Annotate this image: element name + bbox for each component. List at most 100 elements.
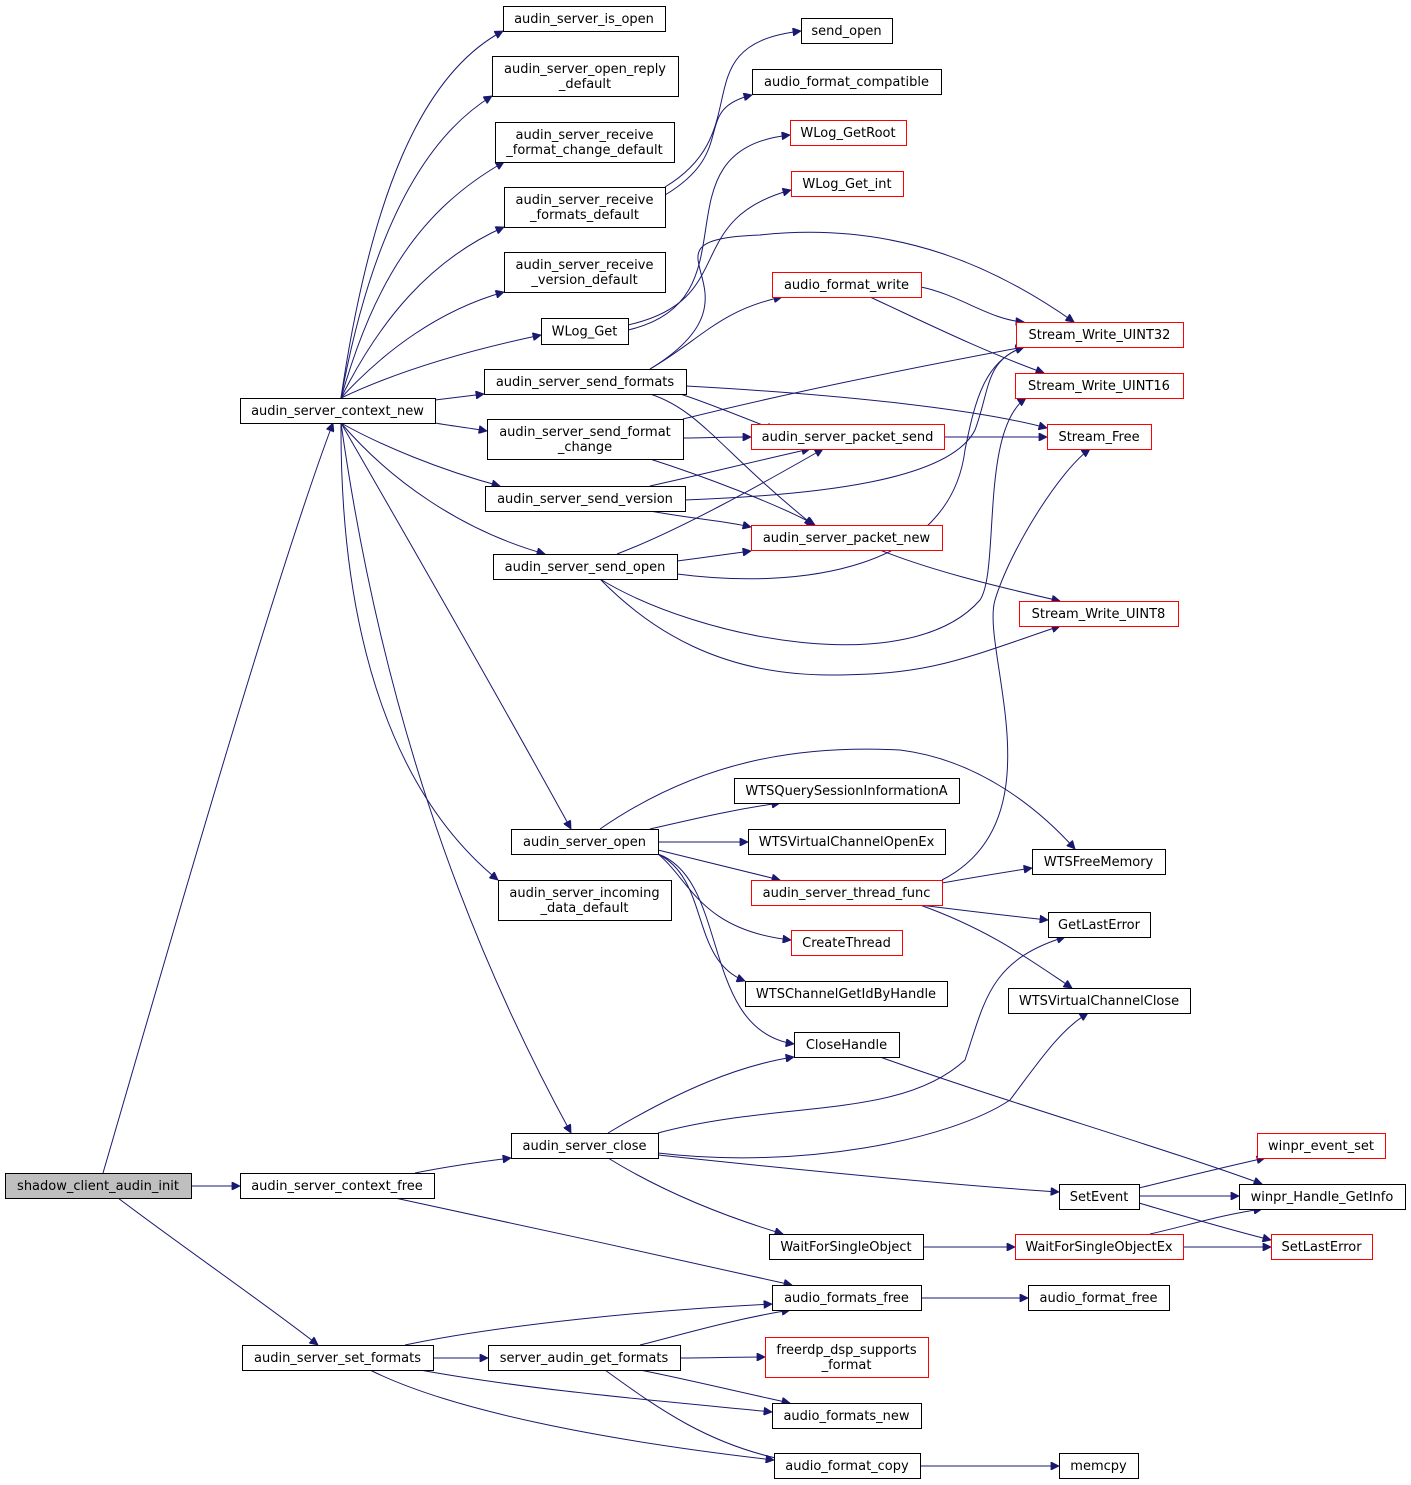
node-label: audin_server_open: [523, 835, 646, 850]
graph-node[interactable]: Stream_Write_UINT16: [1015, 373, 1184, 399]
graph-node[interactable]: shadow_client_audin_init: [5, 1173, 192, 1199]
graph-node[interactable]: audin_server_send_version: [485, 486, 686, 512]
node-box: [484, 369, 687, 395]
graph-node[interactable]: send_open: [801, 18, 893, 44]
graph-node[interactable]: WaitForSingleObject: [769, 1234, 924, 1260]
graph-node[interactable]: audin_server_packet_send: [751, 424, 945, 450]
node-box: [242, 1345, 434, 1371]
graph-node[interactable]: audio_format_compatible: [752, 69, 942, 95]
node-box: [504, 252, 666, 293]
graph-node[interactable]: audin_server_receive_version_default: [504, 252, 666, 293]
node-label: server_audin_get_formats: [500, 1351, 669, 1366]
graph-node[interactable]: audin_server_close: [511, 1133, 659, 1159]
node-label: SetEvent: [1070, 1190, 1129, 1205]
edge-n1-n13: [340, 422, 545, 554]
graph-node[interactable]: WTSChannelGetIdByHandle: [745, 981, 948, 1007]
node-label: _change: [557, 440, 612, 455]
graph-node[interactable]: audin_server_set_formats: [242, 1345, 434, 1371]
node-box: [748, 829, 946, 855]
graph-node[interactable]: audin_server_open_reply_default: [492, 56, 679, 97]
graph-node[interactable]: Stream_Write_UINT8: [1019, 601, 1179, 627]
node-label: send_open: [811, 24, 881, 39]
graph-node[interactable]: WLog_GetRoot: [790, 120, 907, 146]
node-label: _format: [821, 1358, 872, 1373]
edge-n10-n38: [685, 385, 1047, 428]
graph-node[interactable]: SetLastError: [1271, 1234, 1373, 1260]
edge-n16-n29: [607, 1057, 794, 1134]
node-label: SetLastError: [1281, 1240, 1362, 1255]
graph-node[interactable]: audin_server_is_open: [503, 6, 666, 32]
graph-node[interactable]: WTSQuerySessionInformationA: [734, 778, 960, 804]
graph-node[interactable]: winpr_Handle_GetInfo: [1239, 1184, 1406, 1210]
edge-n1-n12: [340, 422, 500, 486]
edge-n29-n48: [879, 1056, 1262, 1184]
graph-node[interactable]: audio_formats_free: [772, 1285, 922, 1311]
graph-node[interactable]: WLog_Get: [541, 318, 629, 345]
graph-node[interactable]: winpr_event_set: [1257, 1133, 1386, 1159]
node-box: [493, 554, 678, 580]
node-label: Stream_Write_UINT16: [1028, 379, 1170, 394]
graph-node[interactable]: audin_server_packet_new: [751, 525, 943, 551]
graph-node[interactable]: audin_server_receive_formats_default: [504, 187, 666, 228]
graph-node[interactable]: audin_server_incoming_data_default: [498, 880, 672, 921]
edge-n26-n40: [941, 868, 1032, 884]
graph-node[interactable]: WTSVirtualChannelClose: [1008, 988, 1191, 1014]
graph-node[interactable]: audin_server_open: [511, 829, 659, 855]
graph-node[interactable]: CreateThread: [791, 930, 903, 956]
graph-node[interactable]: SetEvent: [1059, 1184, 1140, 1210]
graph-node[interactable]: audio_formats_new: [772, 1403, 922, 1429]
graph-node[interactable]: CloseHandle: [794, 1032, 900, 1058]
graph-node[interactable]: WaitForSingleObjectEx: [1015, 1234, 1184, 1260]
graph-node[interactable]: audin_server_context_new: [240, 398, 436, 424]
edge-n1-n16: [340, 422, 572, 1133]
node-label: audio_formats_free: [784, 1291, 909, 1306]
node-box: [751, 424, 945, 450]
node-label: audin_server_receive: [516, 128, 654, 143]
node-box: [487, 419, 684, 460]
node-label: freerdp_dsp_supports: [776, 1343, 916, 1358]
graph-node[interactable]: GetLastError: [1048, 912, 1151, 938]
edge-n9-n20: [627, 190, 791, 326]
edge-n1-n6: [340, 162, 504, 399]
graph-node[interactable]: audio_format_copy: [774, 1453, 921, 1479]
edge-n14-n26: [657, 849, 780, 880]
node-box: [5, 1173, 192, 1199]
graph-node[interactable]: Stream_Free: [1047, 424, 1152, 450]
edge-n9-n19: [627, 135, 790, 331]
graph-node[interactable]: audin_server_receive_format_change_defau…: [495, 122, 675, 163]
graph-node[interactable]: Stream_Write_UINT32: [1016, 322, 1184, 348]
edge-n12-n36: [684, 347, 1024, 501]
node-box: [734, 778, 960, 804]
node-box: [772, 272, 922, 298]
graph-node[interactable]: WTSVirtualChannelOpenEx: [748, 829, 946, 855]
edge-n1-n8: [340, 292, 504, 399]
graph-node[interactable]: audin_server_send_formats: [484, 369, 687, 395]
node-label: audio_format_compatible: [764, 75, 929, 90]
node-label: audin_server_receive: [516, 258, 654, 273]
node-label: Stream_Free: [1058, 430, 1139, 445]
graph-node[interactable]: audin_server_send_open: [493, 554, 678, 580]
node-box: [541, 318, 629, 345]
edge-n2-n16: [414, 1158, 511, 1174]
graph-node[interactable]: WTSFreeMemory: [1032, 849, 1166, 875]
graph-node[interactable]: audin_server_context_free: [240, 1173, 435, 1199]
edge-n7-n17: [664, 31, 801, 188]
node-box: [772, 1285, 922, 1311]
node-label: _format_change_default: [505, 143, 662, 158]
node-box: [1015, 1234, 1184, 1260]
graph-node[interactable]: audin_server_send_format_change: [487, 419, 684, 460]
node-label: WaitForSingleObjectEx: [1025, 1240, 1173, 1255]
graph-node[interactable]: WLog_Get_int: [791, 171, 904, 197]
graph-node[interactable]: server_audin_get_formats: [488, 1345, 681, 1371]
graph-node[interactable]: freerdp_dsp_supports_format: [765, 1337, 929, 1378]
edge-n32-n31: [639, 1310, 790, 1346]
edge-n11-n22: [682, 437, 751, 438]
edge-n3-n31: [404, 1304, 772, 1346]
graph-node[interactable]: audin_server_thread_func: [751, 880, 943, 906]
node-box: [511, 829, 659, 855]
node-label: audin_server_open_reply: [504, 62, 666, 77]
graph-node[interactable]: audio_format_free: [1028, 1285, 1170, 1311]
graph-node[interactable]: audio_format_write: [772, 272, 922, 298]
graph-node[interactable]: memcpy: [1059, 1453, 1139, 1479]
edge-n44-n48: [1149, 1209, 1262, 1235]
